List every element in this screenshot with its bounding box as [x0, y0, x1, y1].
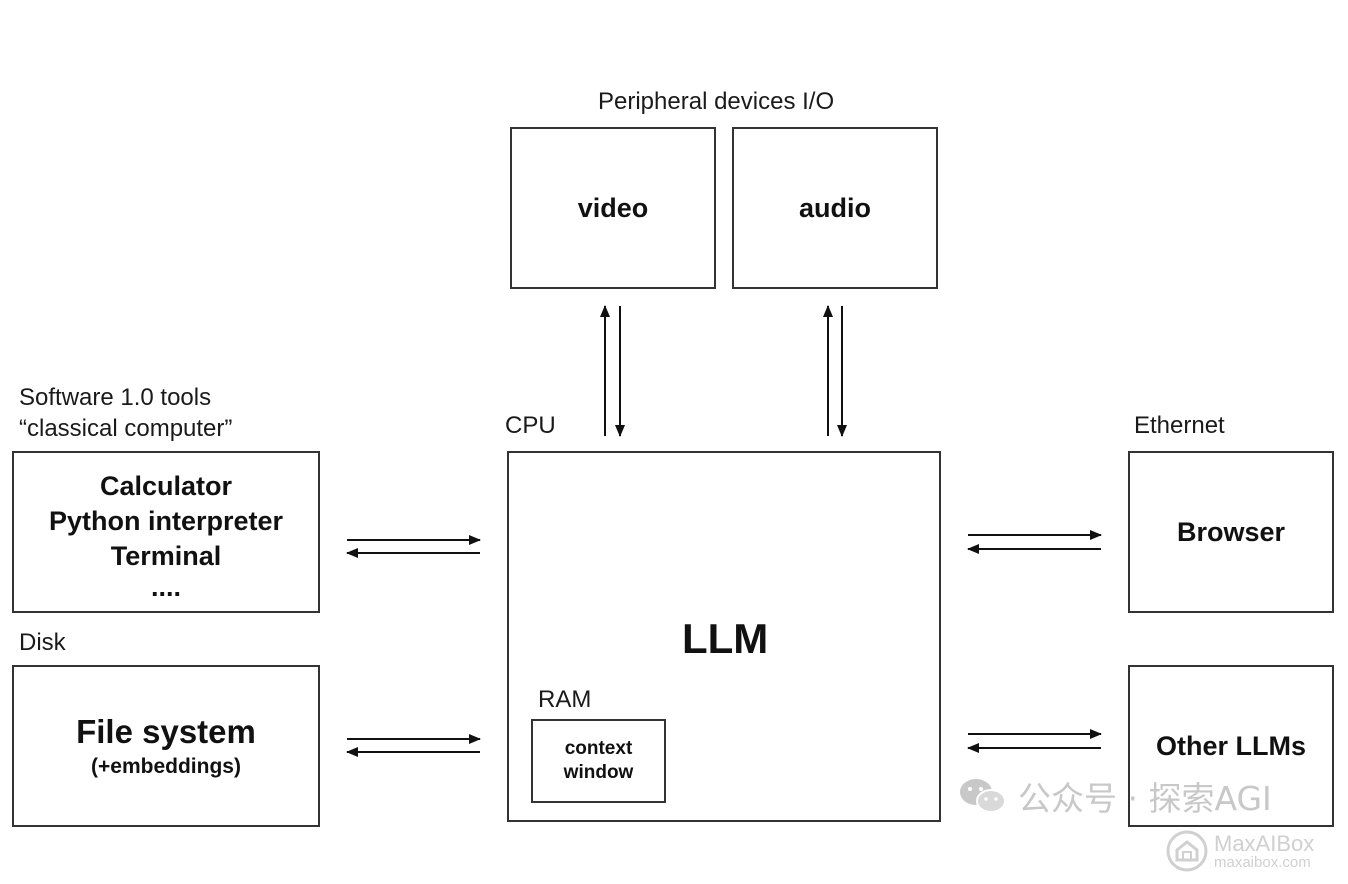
maxaibox-url: maxaibox.com [1214, 853, 1311, 871]
tool-python-interpreter: Python interpreter [48, 505, 284, 536]
file-system-label: File system [76, 713, 256, 750]
tool-ellipsis: .... [150, 571, 181, 602]
llm-box: LLM RAM context window [507, 451, 941, 822]
wechat-icon [960, 779, 1006, 813]
tool-calculator: Calculator [99, 470, 233, 501]
embeddings-label: (+embeddings) [91, 755, 241, 778]
other-llms-box: Other LLMs [1128, 665, 1334, 827]
context-window-box: context window [531, 719, 666, 803]
other-llms-label: Other LLMs [1155, 730, 1306, 761]
ram-title: RAM [538, 686, 592, 713]
software-title-line2: “classical computer” [19, 415, 233, 442]
maxaibox-logo-icon [1166, 830, 1208, 872]
video-label: video [577, 192, 649, 223]
maxaibox-watermark: MaxAIBox maxaibox.com [1166, 830, 1314, 872]
video-box: video [510, 127, 716, 289]
audio-label: audio [799, 192, 871, 223]
browser-label: Browser [1176, 516, 1286, 547]
audio-box: audio [732, 127, 938, 289]
wechat-watermark-text: 公众号 · 探索AGI [1018, 779, 1272, 818]
window-label: window [563, 762, 634, 783]
tool-terminal: Terminal [110, 540, 222, 571]
ethernet-title: Ethernet [1134, 412, 1225, 439]
cpu-title: CPU [505, 412, 556, 439]
software-tools-box: Calculator Python interpreter Terminal .… [12, 451, 320, 613]
file-system-box: File system (+embeddings) [12, 665, 320, 827]
peripheral-title: Peripheral devices I/O [598, 88, 835, 115]
browser-box: Browser [1128, 451, 1334, 613]
llm-label: LLM [682, 615, 769, 662]
software-title-line1: Software 1.0 tools [19, 384, 212, 411]
maxaibox-brand: MaxAIBox [1214, 830, 1315, 856]
wechat-watermark: 公众号 · 探索AGI [958, 772, 1272, 820]
disk-title: Disk [19, 629, 66, 656]
context-label: context [564, 738, 633, 759]
